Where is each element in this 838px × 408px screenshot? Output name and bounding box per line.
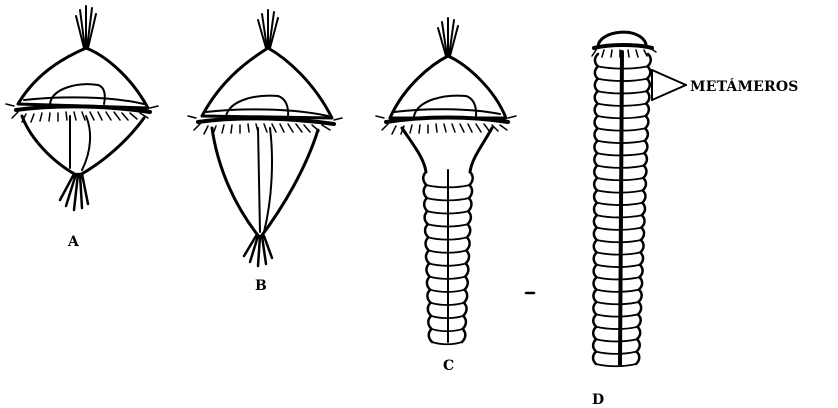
figure-b-gut — [226, 96, 288, 116]
figure-c-prototroch — [386, 118, 508, 123]
metameres-label: METÁMEROS — [690, 77, 799, 95]
figure-b-episphere — [202, 48, 332, 118]
figure-b-hyposphere — [212, 128, 318, 238]
figure-c-segments — [423, 170, 472, 344]
figure-d-median-line — [620, 52, 622, 364]
figure-a-label: A — [67, 234, 80, 250]
figure-d-worm — [592, 32, 656, 366]
figure-d-segments — [593, 52, 651, 366]
figure-d-head-band — [594, 45, 652, 48]
figure-c-larva — [376, 18, 516, 344]
figure-b-posterior-tuft — [244, 236, 272, 266]
metameres-pointer — [652, 70, 686, 100]
figure-c-apical-tuft — [438, 18, 458, 56]
figure-d-label: D — [592, 392, 604, 408]
figure-b-larva — [188, 10, 342, 266]
figure-b-prototroch — [198, 118, 334, 124]
figure-a-posterior-tuft — [60, 174, 88, 210]
figure-b-apical-tuft — [258, 10, 278, 48]
figure-a-larva — [6, 6, 158, 210]
figure-a-gut — [50, 84, 105, 104]
figure-b-label: B — [255, 278, 267, 294]
figure-c-label: C — [443, 358, 454, 374]
figure-c-gut — [414, 96, 476, 116]
figure-a-apical-tuft — [76, 6, 96, 48]
